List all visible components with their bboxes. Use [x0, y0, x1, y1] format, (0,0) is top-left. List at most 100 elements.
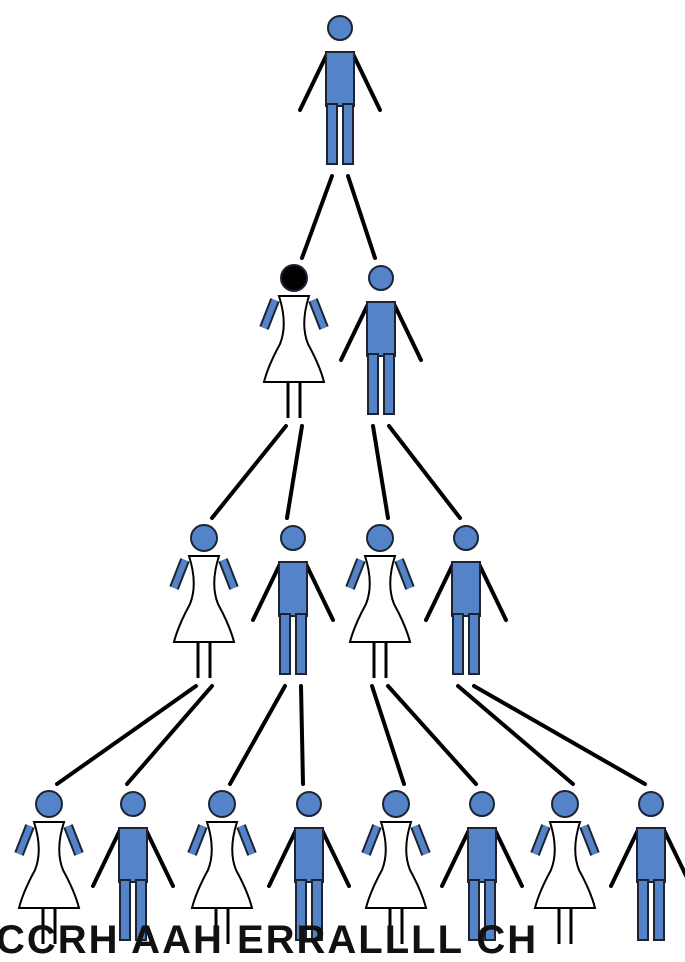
head [280, 525, 306, 551]
right-arm [320, 828, 351, 888]
male-figure [440, 791, 524, 941]
dress [348, 555, 412, 643]
right-leg [653, 879, 665, 941]
left-arm [298, 52, 329, 112]
male-figure [267, 791, 351, 941]
tree-figures [14, 15, 685, 944]
left-leg [367, 353, 379, 415]
female-figure [259, 264, 329, 418]
connector-line [472, 684, 647, 786]
left-leg [279, 613, 291, 675]
right-arm [477, 562, 508, 622]
torso [278, 561, 308, 617]
female-figure [187, 790, 257, 944]
connector-line [55, 684, 198, 786]
left-arm [189, 824, 206, 856]
right-arm [392, 302, 423, 362]
right-arm [304, 562, 335, 622]
tree-connectors [55, 174, 647, 786]
torso [636, 827, 666, 883]
connector-line [456, 684, 575, 786]
torso [118, 827, 148, 883]
right-leg [383, 353, 395, 415]
male-figure [251, 525, 335, 675]
connector-line [210, 424, 288, 520]
left-leg [295, 879, 307, 941]
connector-line [125, 684, 214, 786]
right-leg [311, 879, 323, 941]
right-arm [351, 52, 382, 112]
male-figure [298, 15, 382, 165]
head [327, 15, 353, 41]
head [35, 790, 63, 818]
female-figure [14, 790, 84, 944]
head [366, 524, 394, 552]
right-leg [295, 613, 307, 675]
female-figure [361, 790, 431, 944]
female-figure [169, 524, 239, 678]
right-arm [412, 824, 429, 856]
left-arm [424, 562, 455, 622]
right-arm [65, 824, 82, 856]
left-arm [609, 828, 640, 888]
head [190, 524, 218, 552]
dress [533, 821, 597, 909]
left-arm [261, 298, 278, 330]
left-arm [91, 828, 122, 888]
left-arm [440, 828, 471, 888]
right-arm [396, 558, 413, 590]
torso [294, 827, 324, 883]
right-leg [135, 879, 147, 941]
head [382, 790, 410, 818]
torso [325, 51, 355, 107]
left-leg [119, 879, 131, 941]
torso [467, 827, 497, 883]
right-arm [581, 824, 598, 856]
left-leg [326, 103, 338, 165]
right-leg [342, 103, 354, 165]
dress [190, 821, 254, 909]
head [208, 790, 236, 818]
right-arm [493, 828, 524, 888]
connector-line [387, 424, 462, 520]
left-arm [16, 824, 33, 856]
connector-line [285, 424, 304, 520]
connector-line [370, 684, 406, 786]
female-figure [530, 790, 600, 944]
left-arm [251, 562, 282, 622]
connector-line [299, 684, 305, 786]
right-arm [238, 824, 255, 856]
female-figure [345, 524, 415, 678]
torso [451, 561, 481, 617]
dress [262, 295, 326, 383]
torso [366, 301, 396, 357]
right-arm [144, 828, 175, 888]
head [453, 525, 479, 551]
dress [17, 821, 81, 909]
right-arm [220, 558, 237, 590]
male-figure [91, 791, 175, 941]
connector-line [228, 684, 287, 786]
marked-head [280, 264, 308, 292]
connector-line [300, 174, 334, 260]
dress [172, 555, 236, 643]
right-arm [662, 828, 685, 879]
head [551, 790, 579, 818]
left-arm [363, 824, 380, 856]
left-leg [468, 879, 480, 941]
connector-line [346, 174, 377, 260]
left-arm [171, 558, 188, 590]
male-figure [339, 265, 423, 415]
left-arm [267, 828, 298, 888]
left-leg [452, 613, 464, 675]
left-arm [532, 824, 549, 856]
right-leg [484, 879, 496, 941]
connector-line [386, 684, 478, 786]
male-figure [424, 525, 508, 675]
right-arm [310, 298, 327, 330]
male-figure [609, 791, 685, 941]
left-arm [339, 302, 370, 362]
left-leg [637, 879, 649, 941]
dress [364, 821, 428, 909]
